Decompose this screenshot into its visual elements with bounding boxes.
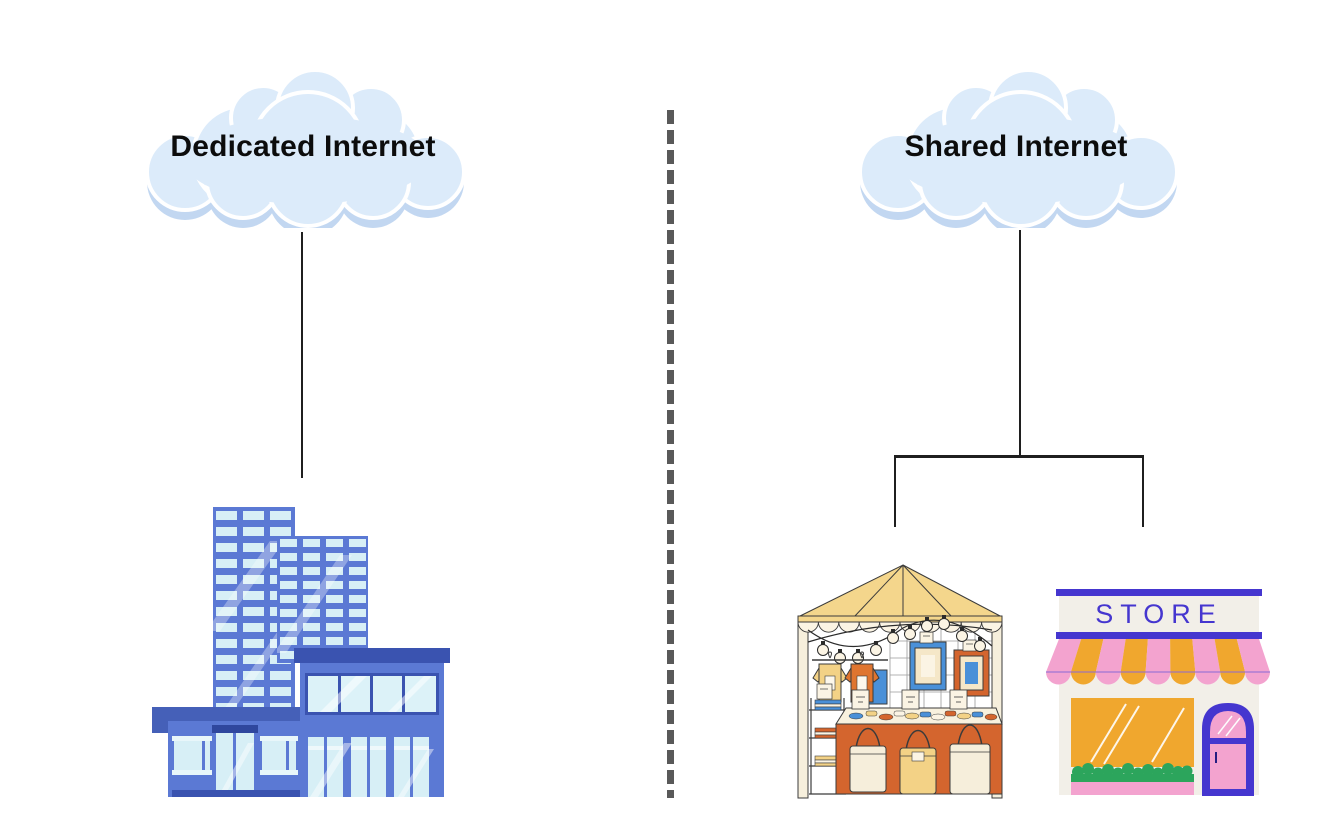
storefront-icon: STORE	[1046, 589, 1270, 796]
counter-cards	[851, 689, 968, 710]
store-door	[1202, 703, 1254, 796]
store-sign-band	[1059, 596, 1259, 632]
annex-doors	[308, 737, 434, 797]
picture-frame-blue	[909, 631, 947, 691]
store-planter	[1071, 763, 1194, 795]
shared-cloud-label: Shared Internet	[904, 130, 1128, 163]
dedicated-connector-line	[301, 232, 303, 478]
dedicated-cloud-label: Dedicated Internet	[170, 130, 436, 163]
store-awning	[1046, 639, 1270, 685]
shared-cloud: Shared Internet	[836, 60, 1196, 228]
shared-connector-trunk	[1019, 230, 1021, 456]
counter-items	[848, 710, 998, 721]
shared-connector-drop-left	[894, 455, 896, 527]
dedicated-cloud: Dedicated Internet	[123, 60, 483, 228]
store-window	[1071, 698, 1194, 767]
office-building-icon	[152, 507, 450, 797]
tent-pole-left	[797, 616, 809, 799]
entrance-door	[212, 725, 258, 797]
office-building-illustration	[148, 503, 458, 805]
dashed-divider-line	[667, 110, 674, 798]
store-lower-bar	[1056, 632, 1262, 639]
shared-connector-branch-bar	[894, 455, 1144, 458]
storefront-illustration: STORE	[1046, 586, 1270, 805]
annex-building	[294, 648, 450, 797]
store-top-bar	[1056, 589, 1262, 596]
right-tower	[277, 536, 368, 663]
cloud-icon	[858, 68, 1179, 228]
market-stall-icon	[797, 564, 1003, 799]
cloud-icon	[145, 68, 466, 228]
side-shelf	[809, 683, 846, 795]
market-stall-illustration	[790, 558, 1026, 810]
tent-canopy	[797, 564, 1003, 623]
shared-connector-drop-right	[1142, 455, 1144, 527]
tote-bags	[849, 724, 991, 795]
store-sign-text: STORE	[1095, 599, 1223, 629]
picture-frame-orange	[953, 639, 990, 697]
entrance-building	[152, 707, 300, 797]
